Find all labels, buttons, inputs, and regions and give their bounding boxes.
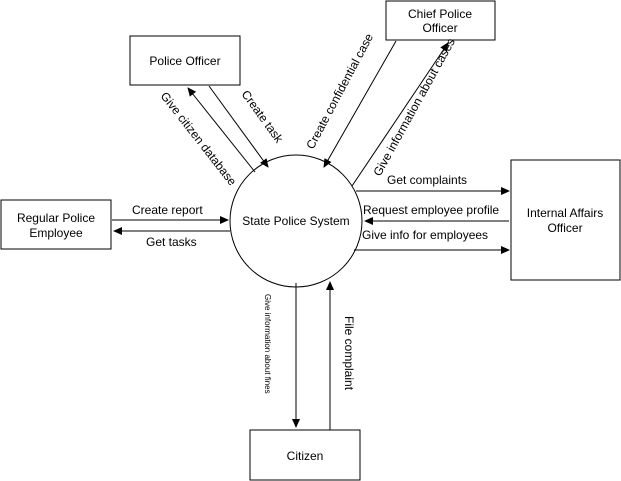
create-task-label: Create task	[239, 88, 287, 147]
chief-police-officer-entity	[385, 0, 496, 41]
police-officer-label: Police Officer	[149, 54, 220, 68]
regular-police-employee-label-1: Regular Police	[17, 211, 95, 225]
regular-police-employee-entity	[0, 199, 112, 250]
internal-affairs-officer-label-2: Officer	[547, 221, 582, 235]
create-confidential-case-label: Create confidential case	[303, 31, 376, 152]
create-task-arrow	[208, 85, 269, 168]
get-complaints-label: Get complaints	[387, 173, 467, 187]
internal-affairs-officer-entity	[510, 159, 621, 281]
request-employee-profile-label: Request employee profile	[363, 203, 499, 217]
give-citizen-database-label: Give citizen database	[158, 89, 240, 188]
create-report-label: Create report	[132, 203, 203, 217]
give-information-about-cases-label: Give information about cases	[370, 36, 458, 179]
get-tasks-label: Get tasks	[146, 235, 197, 249]
citizen-label: Citizen	[287, 449, 324, 463]
create-confidential-case-arrow	[323, 40, 397, 168]
regular-police-employee-label-2: Employee	[29, 226, 83, 240]
chief-police-officer-label-2: Officer	[422, 21, 457, 35]
give-info-for-employees-label: Give info for employees	[362, 228, 488, 242]
give-information-about-cases-arrow	[351, 42, 449, 187]
citizen-entity	[249, 429, 361, 481]
process-label: State Police System	[242, 214, 349, 228]
file-complaint-label: File complaint	[342, 316, 356, 391]
internal-affairs-officer-label-1: Internal Affairs	[527, 206, 604, 220]
police-officer-entity	[129, 35, 241, 86]
chief-police-officer-label-1: Chief Police	[408, 7, 472, 21]
give-information-about-fines-label: Give information about fines	[263, 294, 272, 394]
give-citizen-database-arrow	[187, 87, 256, 173]
